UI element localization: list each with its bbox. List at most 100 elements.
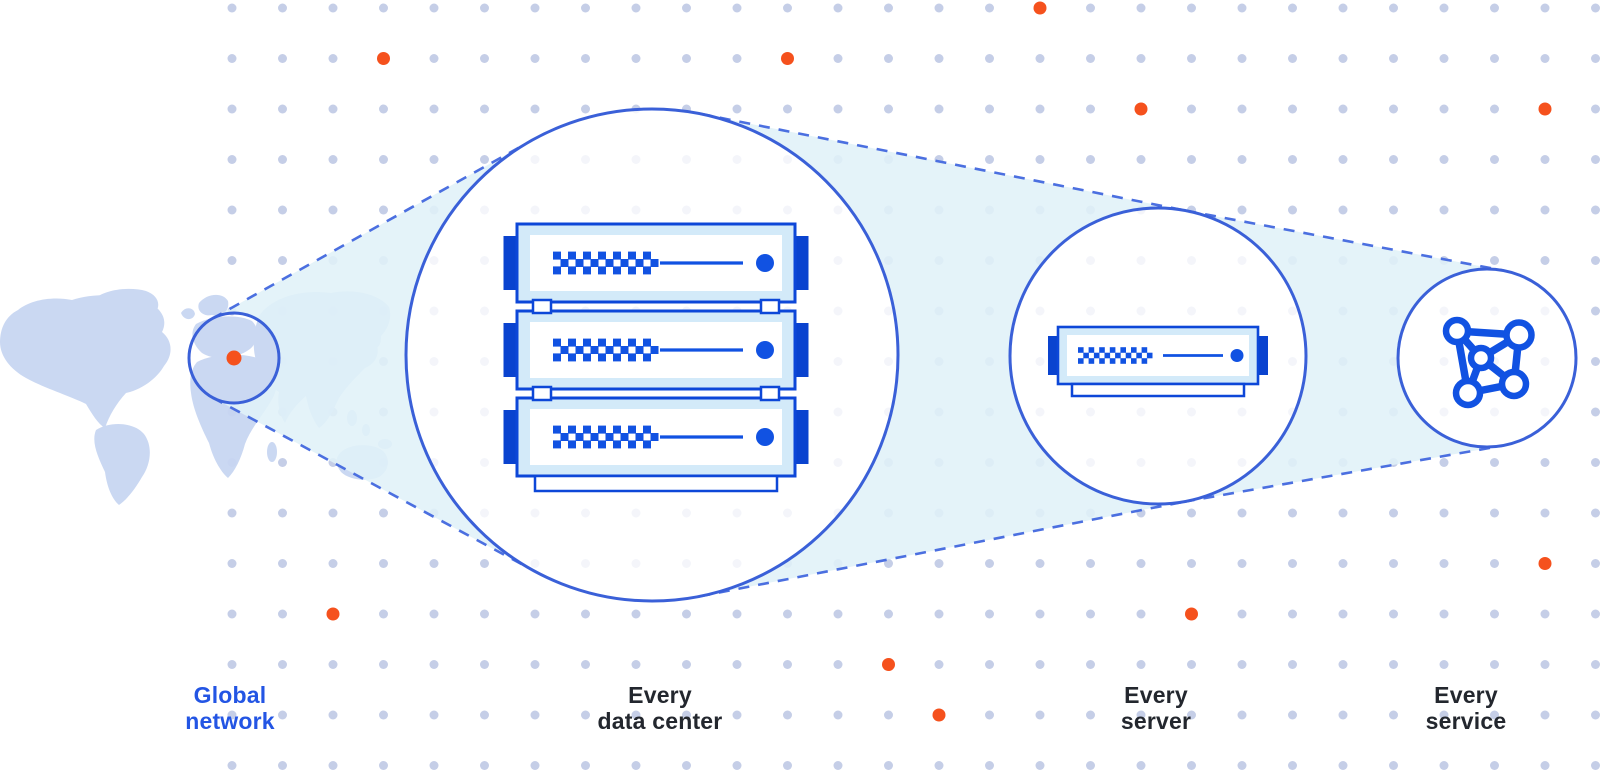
grid-dot — [1187, 710, 1196, 720]
grid-dot — [278, 205, 287, 215]
server-led-square — [1131, 358, 1137, 364]
continent — [181, 308, 195, 320]
grid-dot — [1439, 3, 1449, 13]
grid-dot — [227, 761, 237, 770]
server-led-square — [643, 251, 651, 260]
grid-dot — [227, 710, 237, 720]
grid-dot — [581, 609, 590, 619]
grid-dot — [884, 54, 893, 63]
grid-dot — [884, 761, 893, 770]
grid-dot — [379, 508, 388, 518]
grid-dot — [1540, 508, 1550, 518]
grid-dot — [227, 54, 237, 63]
server-led-square — [590, 346, 599, 354]
grid-dot — [833, 54, 843, 63]
grid-dot — [1187, 54, 1196, 63]
island — [267, 442, 277, 462]
grid-dot — [581, 3, 590, 13]
grid-dot — [227, 155, 237, 164]
network-node — [1498, 368, 1530, 400]
grid-dot — [278, 761, 287, 770]
grid-dot — [1086, 3, 1095, 13]
grid-dot — [985, 710, 994, 720]
grid-dot — [1086, 104, 1095, 114]
server-led-square — [1093, 352, 1100, 359]
grid-dot — [227, 559, 237, 568]
grid-dot — [1288, 104, 1297, 114]
grid-dot — [227, 3, 237, 13]
zoom-cone-fill — [212, 140, 536, 572]
server-led-square — [613, 266, 621, 275]
grid-dot — [631, 54, 641, 63]
grid-dot — [934, 609, 944, 619]
grid-dot — [278, 508, 287, 518]
grid-dot — [1035, 660, 1045, 669]
grid-dot — [1338, 609, 1348, 619]
server-led-square — [635, 433, 644, 441]
grid-dot — [985, 54, 994, 63]
grid-dot — [934, 660, 944, 669]
grid-dot — [1389, 508, 1398, 518]
grid-dot — [379, 710, 388, 720]
grid-dot — [1591, 559, 1600, 568]
stage-label-line: service — [1425, 708, 1507, 734]
grid-dot — [1389, 761, 1398, 770]
grid-dot — [530, 104, 540, 114]
grid-dot — [1439, 761, 1449, 770]
server-led-square — [1146, 352, 1153, 359]
grid-dot — [328, 559, 338, 568]
grid-dot — [379, 155, 388, 164]
grid-dot — [1086, 710, 1095, 720]
grid-dot — [1338, 54, 1348, 63]
server-led-square — [605, 259, 614, 267]
single-server-icon — [1048, 325, 1268, 398]
server-led-square — [1115, 352, 1121, 359]
grid-dot — [429, 710, 439, 720]
grid-dot — [1338, 559, 1348, 568]
server-led-square — [643, 440, 651, 449]
grid-dot — [1288, 508, 1297, 518]
grid-dot — [1035, 559, 1045, 568]
grid-dot — [328, 761, 338, 770]
server-led-square — [1099, 347, 1105, 353]
grid-dot — [1389, 710, 1398, 720]
grid-dot — [581, 54, 590, 63]
server-led-square — [1078, 358, 1084, 364]
grid-dot — [1035, 54, 1045, 63]
grid-dot — [1338, 710, 1348, 720]
grid-dot — [682, 609, 691, 619]
orange-accent-dot — [1185, 607, 1198, 621]
server-led-square — [613, 251, 621, 260]
grid-dot — [429, 54, 439, 63]
server-led-square — [643, 266, 651, 275]
grid-dot — [1439, 54, 1449, 63]
grid-dot — [833, 104, 843, 114]
grid-dot — [1187, 155, 1196, 164]
grid-dot — [1136, 155, 1146, 164]
server-power-dot — [1230, 349, 1244, 362]
server-led-square — [598, 251, 606, 260]
server-led-square — [628, 440, 636, 449]
stage-label-line: network — [185, 708, 275, 734]
grid-dot — [783, 710, 792, 720]
grid-dot — [530, 609, 540, 619]
grid-dot — [833, 710, 843, 720]
server-led-square — [568, 266, 576, 275]
server-led-square — [613, 353, 621, 362]
server-pedestal — [1070, 382, 1246, 398]
grid-dot — [1490, 508, 1499, 518]
grid-dot — [1035, 104, 1045, 114]
grid-dot — [1591, 357, 1600, 366]
server-led-square — [568, 353, 576, 362]
grid-dot — [1439, 458, 1449, 467]
grid-dot — [985, 155, 994, 164]
grid-dot — [833, 660, 843, 669]
network-graph-icon — [1442, 316, 1535, 409]
grid-dot — [1086, 761, 1095, 770]
orange-accent-dot — [1134, 102, 1148, 116]
server-side-tab — [795, 410, 809, 464]
grid-dot — [934, 104, 944, 114]
server-led-square — [583, 353, 591, 362]
grid-dot — [1035, 761, 1045, 770]
